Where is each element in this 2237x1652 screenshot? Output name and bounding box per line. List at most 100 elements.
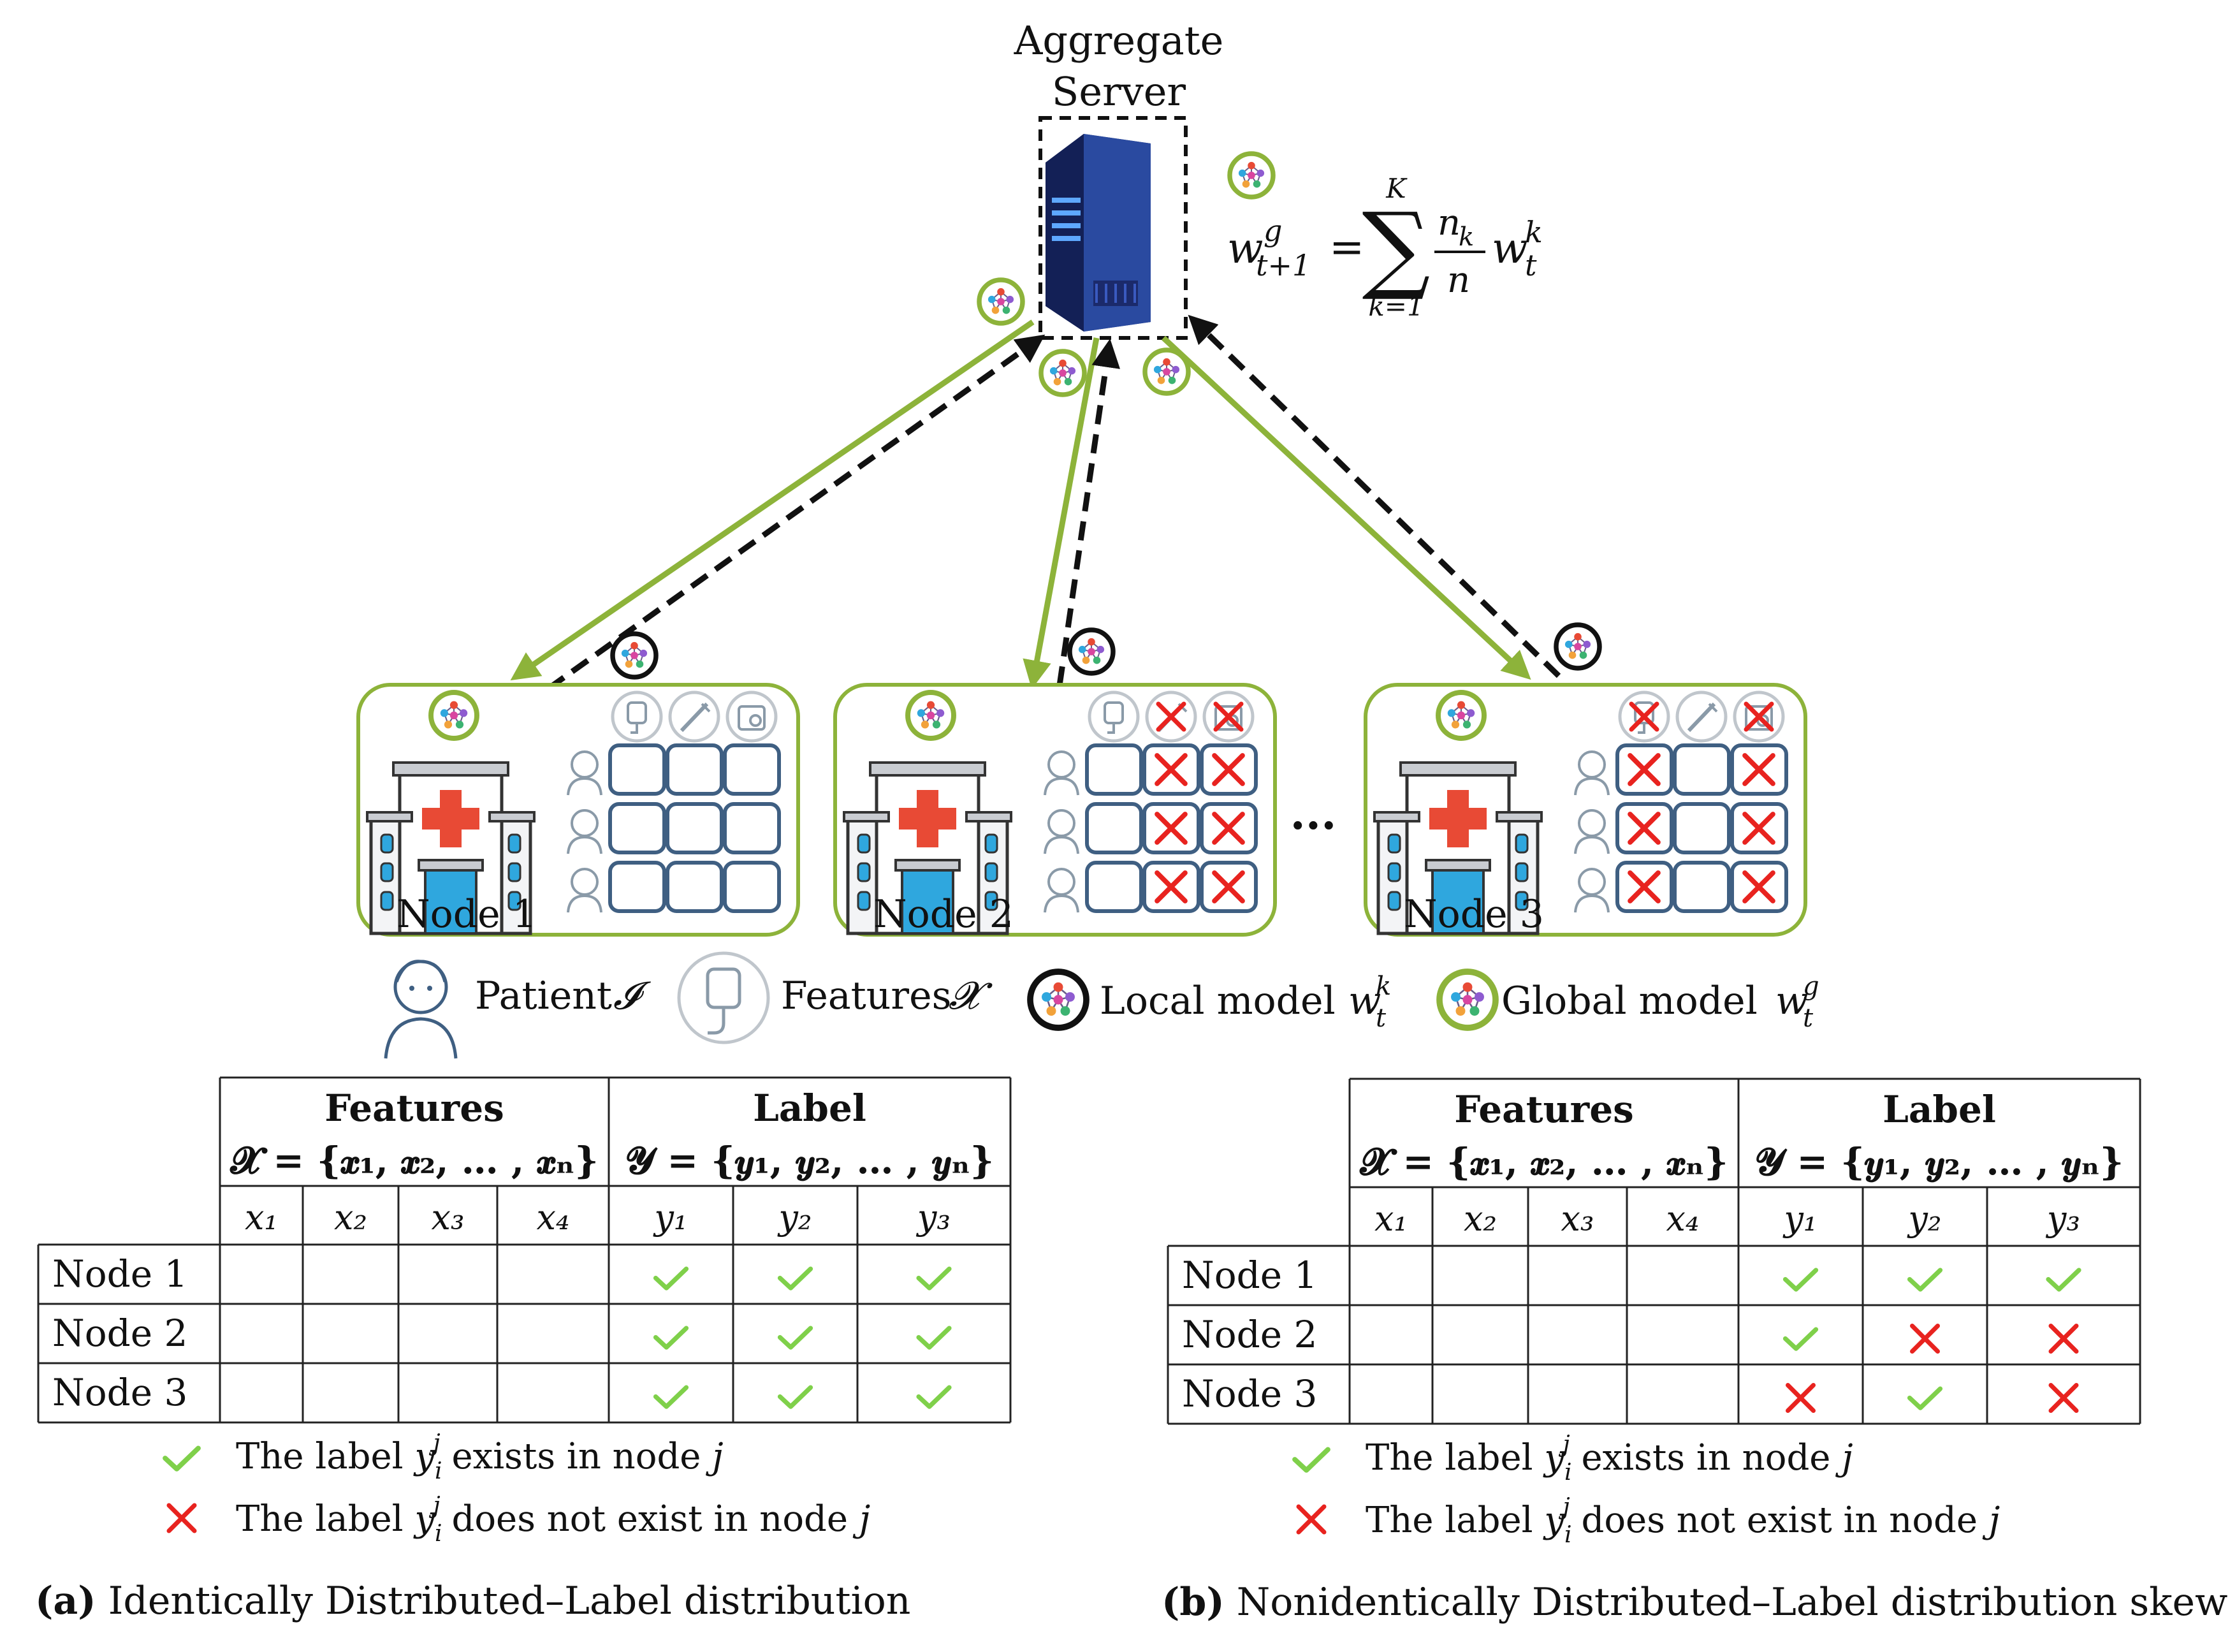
label-missing-cross bbox=[2048, 1383, 2079, 1413]
x-column-header: x₁ bbox=[1374, 1199, 1408, 1239]
label-missing-cross bbox=[2048, 1324, 2079, 1354]
missing-data-cross bbox=[1155, 753, 1188, 786]
y-column-header: y₁ bbox=[653, 1197, 687, 1238]
y-column-header: y₁ bbox=[1782, 1199, 1817, 1239]
formula-sum-bottom: k=1 bbox=[1368, 291, 1424, 322]
y-column-header: y₂ bbox=[777, 1197, 812, 1238]
legend-cross-mark bbox=[1296, 1504, 1327, 1535]
formula-sup-k: k bbox=[1525, 215, 1543, 249]
label-exists-check bbox=[777, 1266, 813, 1290]
global-model-badge-arrow1 bbox=[977, 277, 1025, 326]
label-exists-check bbox=[1907, 1386, 1943, 1410]
global-model-badge-arrow3 bbox=[1142, 347, 1191, 396]
label-exists-check bbox=[1782, 1327, 1819, 1351]
global-model-badge-arrow2 bbox=[1038, 349, 1087, 397]
diagram-legend: Patient 𝓘 Features 𝓧 Local model w t k G… bbox=[384, 951, 1819, 1059]
missing-data-cross bbox=[1155, 812, 1188, 845]
patient-legend-icon bbox=[384, 960, 458, 1059]
formula-equals: = bbox=[1329, 223, 1364, 272]
global-model-badge-node bbox=[428, 690, 479, 741]
feature-icon-2 bbox=[1145, 691, 1197, 743]
legend-exists-text: The label yij exists in node j bbox=[1366, 1431, 1853, 1486]
missing-feature-cross bbox=[1744, 701, 1774, 732]
missing-data-cross bbox=[1628, 812, 1661, 845]
missing-feature-cross bbox=[1213, 701, 1244, 732]
patient-icon-3 bbox=[1044, 868, 1079, 913]
label-exists-check bbox=[777, 1326, 813, 1350]
legend-patient-text: Patient bbox=[475, 974, 612, 1018]
server-title-line2: Server bbox=[1052, 68, 1186, 115]
hospital-icon bbox=[843, 761, 1012, 935]
data-cell bbox=[1673, 861, 1731, 913]
label-exists-check bbox=[1782, 1268, 1819, 1292]
label-header: Label bbox=[753, 1086, 866, 1130]
aggregation-formula: w g t+1 = K ∑ k=1 n k n w t k bbox=[1227, 173, 1543, 322]
formula-sub-t: t bbox=[1525, 248, 1537, 282]
features-set: 𝓧 = {𝒙₁, 𝒙₂, … , 𝒙ₙ} bbox=[230, 1139, 598, 1182]
features-legend-icon bbox=[677, 951, 770, 1044]
data-cell bbox=[1673, 802, 1731, 854]
node-label: Node 3 bbox=[1404, 892, 1544, 937]
label-exists-check bbox=[2046, 1268, 2081, 1292]
legend-check-mark bbox=[163, 1445, 201, 1472]
x-column-header: x₃ bbox=[1561, 1199, 1594, 1239]
aggregate-server: Aggregate Server bbox=[1014, 17, 1224, 340]
label-exists-check bbox=[916, 1266, 952, 1290]
legend-global-g: g bbox=[1803, 972, 1819, 1001]
feature-icon-1 bbox=[611, 691, 663, 743]
formula-w: w bbox=[1227, 224, 1264, 273]
legend-cross-mark bbox=[166, 1503, 197, 1533]
legend-features-symbol: 𝓧 bbox=[949, 974, 993, 1018]
formula-num-sub: k bbox=[1459, 223, 1474, 252]
row-node-label: Node 1 bbox=[1182, 1254, 1317, 1297]
missing-data-cross bbox=[1212, 870, 1245, 903]
server-title-line1: Aggregate bbox=[1014, 17, 1224, 64]
patient-icon-1 bbox=[1574, 750, 1610, 796]
x-column-header: x₂ bbox=[334, 1197, 367, 1238]
global-model-badge-server bbox=[1227, 151, 1276, 200]
local-model-legend-badge bbox=[1027, 969, 1089, 1031]
patient-icon-2 bbox=[1574, 809, 1610, 854]
local-model-legend-icon bbox=[1027, 969, 1089, 1031]
row-node-label: Node 2 bbox=[52, 1312, 187, 1355]
table-caption: (a) Identically Distributed–Label distri… bbox=[35, 1579, 910, 1623]
patient-icon-1 bbox=[567, 750, 602, 796]
missing-data-cross bbox=[1212, 812, 1245, 845]
label-exists-check bbox=[777, 1385, 813, 1409]
data-cell bbox=[723, 743, 781, 796]
missing-data-cross bbox=[1628, 753, 1661, 786]
data-cell bbox=[608, 743, 666, 796]
feature-icon-1 bbox=[1618, 691, 1670, 743]
data-cell bbox=[666, 861, 724, 913]
data-cell bbox=[1085, 802, 1143, 854]
formula-num: n bbox=[1438, 202, 1461, 244]
label-header: Label bbox=[1883, 1088, 1996, 1131]
global-model-legend-badge bbox=[1436, 969, 1499, 1031]
x-column-header: x₄ bbox=[536, 1197, 569, 1238]
label-exists-check bbox=[653, 1385, 689, 1409]
formula-den: n bbox=[1447, 259, 1470, 301]
node-2: Node 2 bbox=[833, 683, 1277, 937]
patient-icon-3 bbox=[567, 868, 602, 913]
missing-data-cross bbox=[1628, 870, 1661, 903]
ellipsis: ... bbox=[1290, 787, 1336, 840]
data-cell bbox=[1673, 743, 1731, 796]
missing-data-cross bbox=[1212, 753, 1245, 786]
x-column-header: x₄ bbox=[1666, 1199, 1699, 1239]
feature-icon-2 bbox=[668, 691, 720, 743]
formula-sum-top: K bbox=[1385, 173, 1408, 204]
data-cell bbox=[608, 802, 666, 854]
feature-icon-1 bbox=[1088, 691, 1140, 743]
patient-icon-2 bbox=[1044, 809, 1079, 854]
x-column-header: x₃ bbox=[431, 1197, 464, 1238]
patient-icon-3 bbox=[1574, 868, 1610, 913]
data-cell bbox=[666, 743, 724, 796]
formula-sub-t1: t+1 bbox=[1256, 248, 1311, 282]
missing-data-cross bbox=[1742, 812, 1775, 845]
data-cell bbox=[666, 802, 724, 854]
features-set: 𝓧 = {𝒙₁, 𝒙₂, … , 𝒙ₙ} bbox=[1359, 1140, 1728, 1183]
